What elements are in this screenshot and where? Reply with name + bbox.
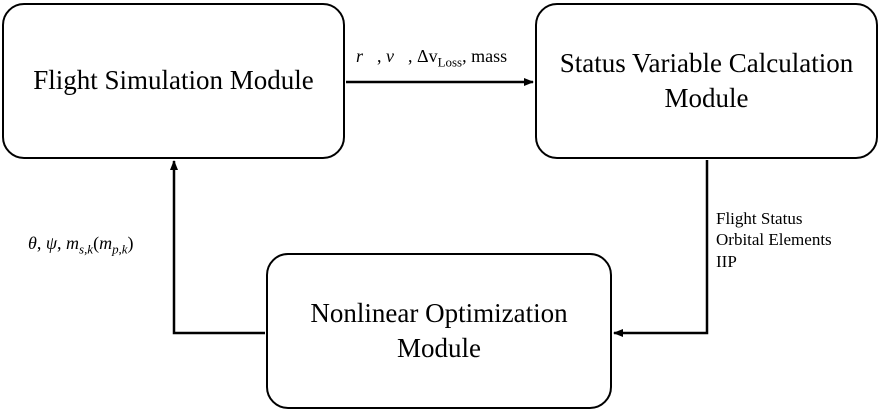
velocity-vector-symbol: v⃗ (386, 46, 409, 66)
arrow-nonlinear-to-flight (170, 160, 265, 335)
status-variable-calculation-module: Status Variable Calculation Module (535, 3, 878, 159)
orbital-elements-label: Orbital Elements (716, 230, 832, 250)
flight-status-label: Flight Status (716, 209, 803, 228)
flight-simulation-module: Flight Simulation Module (2, 3, 345, 159)
status-module-label-line2: Module (664, 83, 749, 113)
nonlinear-module-label-line1: Nonlinear Optimization (310, 297, 568, 328)
nonlinear-module-label-line2: Module (397, 333, 481, 363)
delta-v-symbol: ΔvLoss (417, 46, 463, 70)
theta-symbol: θ (28, 233, 37, 253)
edge-label-control-variables: θ, ψ, ms,k(mp,k) (28, 233, 134, 257)
edge-label-state-vector: r⃗, v⃗, ΔvLoss, mass (356, 46, 508, 70)
mass-label: mass (471, 46, 508, 66)
iip-label: IIP (716, 251, 737, 271)
position-vector-symbol: r⃗ (356, 46, 378, 66)
arrow-status-to-nonlinear (613, 160, 709, 337)
psi-symbol: ψ (45, 233, 58, 253)
payload-mass-symbol: mp,k (99, 233, 128, 257)
flight-simulation-module-label: Flight Simulation Module (33, 65, 314, 96)
stage-mass-symbol: ms,k (66, 233, 94, 257)
nonlinear-optimization-module: Nonlinear Optimization Module (266, 253, 612, 409)
edge-label-status-outputs: Flight Status Orbital Elements IIP (716, 208, 832, 272)
status-module-label-line1: Status Variable Calculation (559, 47, 854, 78)
